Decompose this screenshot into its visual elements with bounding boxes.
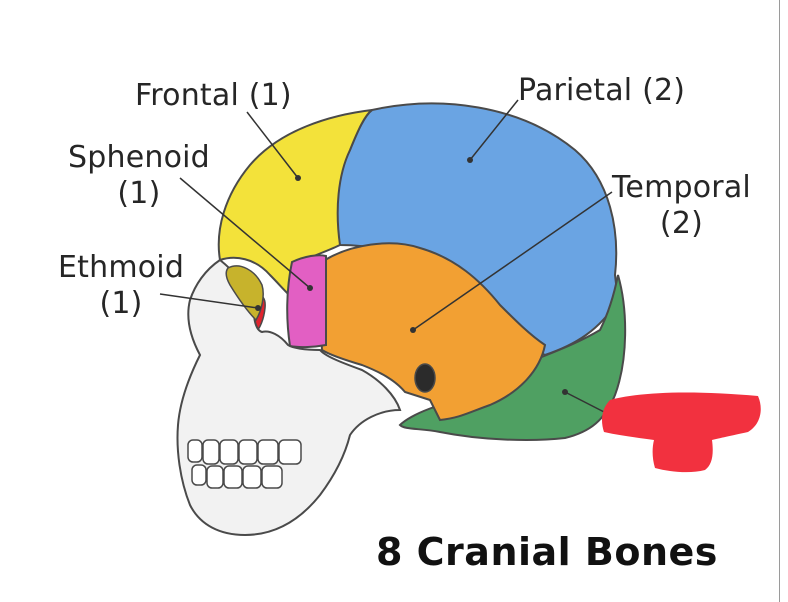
sphenoid-label-line2: (1) bbox=[117, 176, 161, 211]
ethmoid-label-line2: (1) bbox=[99, 286, 143, 321]
sphenoid-label: Sphenoid (1) bbox=[68, 140, 210, 212]
temporal-label-line1: Temporal bbox=[612, 170, 751, 205]
occipital-bone bbox=[398, 274, 627, 441]
ear-canal bbox=[414, 363, 436, 393]
frontal-label: Frontal (1) bbox=[135, 78, 292, 113]
temporal-label-line2: (2) bbox=[659, 206, 704, 241]
orbit bbox=[225, 265, 264, 322]
temporal-label: Temporal (2) bbox=[612, 170, 751, 242]
sphenoid-bone bbox=[286, 254, 327, 349]
leader-lines bbox=[159, 99, 613, 415]
ethmoid-label-line1: Ethmoid bbox=[58, 250, 185, 285]
sphenoid-label-line1: Sphenoid bbox=[68, 140, 210, 175]
temporal-bone bbox=[319, 242, 547, 422]
teeth bbox=[187, 439, 302, 489]
diagram-caption: 8 Cranial Bones bbox=[376, 530, 718, 574]
frontal-bone bbox=[217, 109, 373, 302]
ethmoid-label: Ethmoid (1) bbox=[58, 250, 184, 322]
frame-border bbox=[779, 0, 780, 602]
redaction-scribble bbox=[602, 392, 761, 473]
parietal-label: Parietal (2) bbox=[518, 73, 686, 108]
leader-dots bbox=[255, 157, 568, 395]
